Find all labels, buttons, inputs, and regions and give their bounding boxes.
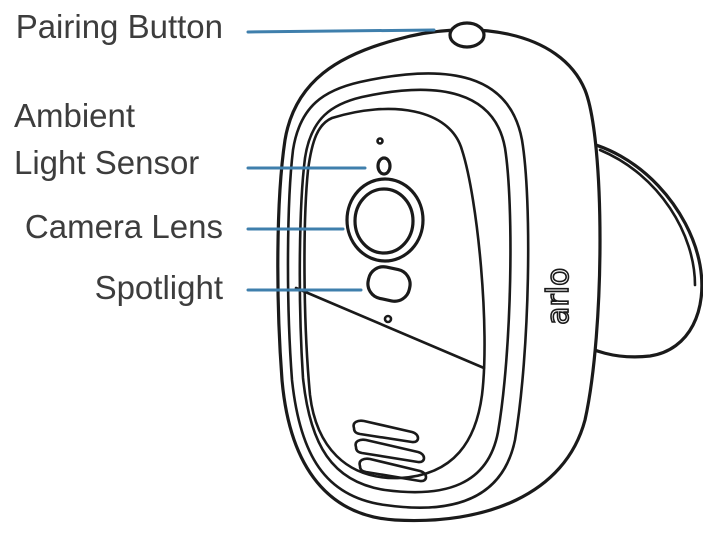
pairing-button-leader bbox=[246, 28, 436, 34]
camera-lens-inner bbox=[353, 187, 415, 255]
camera-body: arlo bbox=[276, 21, 602, 523]
body-shell bbox=[276, 28, 602, 523]
speaker-slot bbox=[358, 457, 428, 483]
mount-base bbox=[573, 138, 703, 359]
speaker-slot bbox=[352, 419, 420, 444]
body-face-inner bbox=[298, 88, 512, 494]
ambient-light-sensor-shape bbox=[376, 156, 392, 176]
callout-labels: Pairing Button Ambient Light Sensor Came… bbox=[14, 8, 223, 306]
mount-rim bbox=[598, 148, 697, 287]
arlo-logo: arlo bbox=[541, 268, 576, 325]
camera-lens-label: Camera Lens bbox=[25, 208, 223, 245]
pairing-button-shape bbox=[448, 21, 486, 49]
speaker-grille bbox=[352, 419, 428, 483]
front-panel bbox=[303, 107, 486, 480]
microphone-dot bbox=[383, 314, 393, 324]
spotlight-label: Spotlight bbox=[95, 269, 223, 306]
body-face-outer bbox=[286, 72, 530, 509]
pairing-button-label: Pairing Button bbox=[16, 8, 223, 45]
ambient-light-sensor-label-line2: Light Sensor bbox=[14, 144, 199, 181]
spotlight-shape bbox=[366, 265, 412, 303]
panel-split-line bbox=[294, 286, 486, 370]
callout-lines bbox=[246, 28, 436, 292]
speaker-slot bbox=[354, 438, 426, 464]
mount bbox=[573, 138, 703, 359]
indicator-dot bbox=[376, 137, 384, 145]
ambient-light-sensor-label-line1: Ambient bbox=[14, 97, 135, 134]
